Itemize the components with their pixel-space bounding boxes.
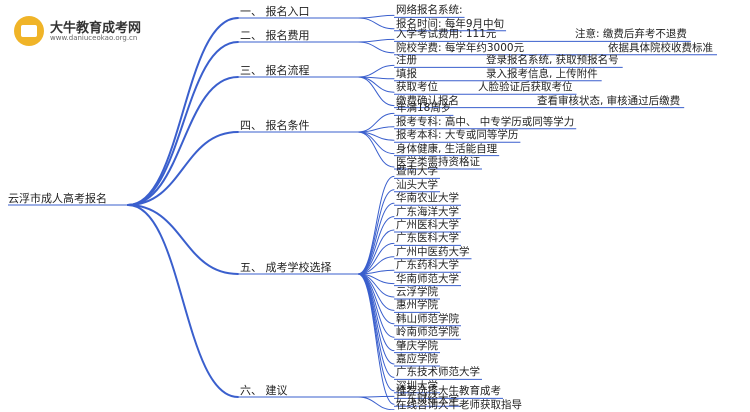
root-branch-link [127, 41, 239, 206]
branch-item-link [357, 38, 395, 43]
leaf-item: 韩山师范学院 [396, 312, 459, 325]
leaf-item: 惠州学院 [396, 299, 438, 312]
leaf-item: 广东财经大学 [396, 393, 459, 406]
logo-badge-icon [14, 16, 44, 46]
branch-label: 五、 成考学校选择 [240, 261, 332, 274]
branch-item-link [357, 202, 395, 275]
branch-label: 四、 报名条件 [240, 119, 310, 132]
leaf-item: 广东海洋大学 [396, 205, 459, 218]
leaf-item: 华南师范大学 [396, 272, 459, 285]
logo-site-url: www.daniuceokao.org.cn [50, 34, 138, 42]
branch-item-link [357, 396, 395, 410]
leaf-item: 报名时间: 每年9月中旬 [396, 17, 505, 30]
site-logo: 大牛教育成考网 www.daniuceokao.org.cn [14, 14, 144, 48]
leaf-item: 广东医科大学 [396, 232, 459, 245]
leaf-item: 获取考位 [396, 81, 438, 94]
leaf-note: 录入报考信息, 上传附件 [486, 67, 598, 80]
leaf-item: 报考专科: 高中、 中专学历或同等学力 [396, 115, 575, 128]
branch-item-link [357, 17, 395, 30]
leaf-item: 院校学费: 每学年约3000元 [396, 41, 525, 54]
leaf-item: 填报 [396, 67, 417, 80]
leaf-item: 报考本科: 大专或同等学历 [396, 129, 519, 142]
branch-item-link [357, 395, 395, 398]
branch-item-link [357, 273, 395, 325]
leaf-item: 广东药科大学 [396, 259, 459, 272]
branch-item-link [357, 76, 395, 107]
root-branch-link [127, 17, 239, 206]
leaf-item: 广东技术师范大学 [396, 366, 480, 379]
leaf-item: 广州医科大学 [396, 219, 459, 231]
branch-item-link [357, 76, 395, 93]
root-branch-link [127, 76, 239, 206]
root-topic: 云浮市成人高考报名 [8, 192, 107, 205]
branch-item-link [357, 273, 395, 405]
leaf-item: 云浮学院 [396, 286, 438, 298]
leaf-item: 嘉应学院 [396, 353, 438, 365]
leaf-item: 汕头大学 [396, 178, 438, 191]
leaf-item: 暨南大学 [396, 165, 438, 178]
leaf-item: 广州中医药大学 [396, 245, 470, 258]
branch-item-link [357, 41, 395, 54]
leaf-item: 推荐选择大牛教育成考 [396, 385, 501, 398]
leaf-item: 网络报名系统: [396, 4, 463, 17]
leaf-item: 深圳大学 [396, 379, 438, 392]
leaf-note: 依据具体院校收费标准 [608, 41, 713, 54]
branch-item-link [357, 14, 395, 19]
branch-label: 一、 报名入口 [240, 5, 310, 18]
leaf-item: 华南农业大学 [396, 192, 459, 205]
branch-label: 三、 报名流程 [240, 64, 310, 77]
leaf-item: 在线咨询大牛老师获取指导 [396, 398, 522, 411]
branch-item-link [357, 175, 395, 275]
leaf-item: 入学考试费用: 111元 [396, 28, 497, 41]
leaf-item: 岭南师范学院 [396, 326, 459, 339]
leaf-item: 缴费确认报名 [396, 94, 459, 107]
leaf-item: 医学类需持资格证 [396, 156, 480, 168]
branch-item-link [357, 273, 395, 365]
leaf-note: 人脸验证后获取考位 [478, 81, 573, 94]
leaf-note: 注意: 缴费后弃考不退费 [575, 28, 687, 41]
root-branch-link [127, 131, 239, 206]
branch-label: 六、 建议 [240, 384, 288, 397]
leaf-item: 注册 [396, 54, 417, 67]
book-icon [21, 25, 37, 37]
leaf-item: 身体健康, 生活能自理 [396, 142, 498, 155]
logo-site-name: 大牛教育成考网 [50, 21, 142, 36]
branch-item-link [357, 242, 395, 275]
branch-item-link [357, 64, 395, 78]
branch-label: 二、 报名费用 [240, 29, 310, 42]
leaf-item: 年满18周岁 [396, 102, 452, 115]
branch-item-link [357, 131, 395, 168]
root-branch-link [127, 204, 239, 275]
root-branch-link [127, 204, 239, 398]
branch-item-link [357, 273, 395, 378]
leaf-item: 肇庆学院 [396, 339, 438, 352]
leaf-note: 查看审核状态, 审核通过后缴费 [537, 94, 681, 107]
leaf-note: 登录报名系统, 获取预报名号 [486, 54, 619, 67]
